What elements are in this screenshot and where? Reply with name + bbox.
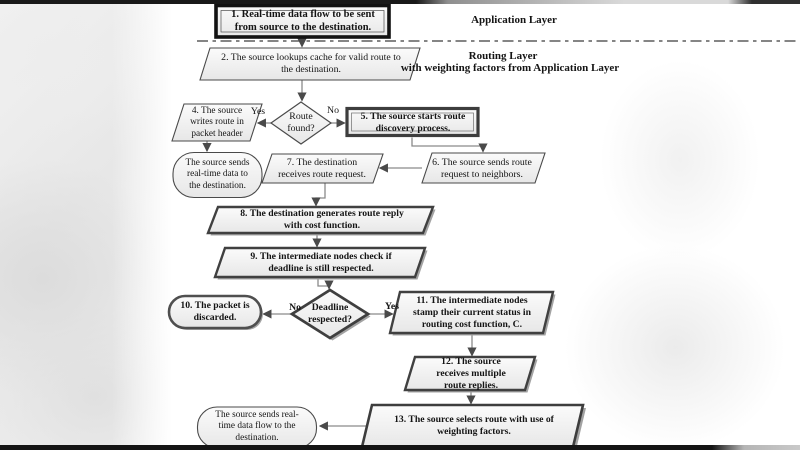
right-soft-shadow-upper — [600, 60, 760, 260]
step9-shape — [213, 246, 427, 279]
step8-shape — [206, 205, 435, 235]
connector-step9-deadline — [317, 277, 334, 290]
step10-shape — [167, 294, 263, 330]
step12-shape — [403, 355, 537, 392]
deadline-shape — [289, 288, 371, 340]
step7-shape — [261, 153, 384, 184]
step1-inner-line — [220, 10, 385, 33]
left-blur-fade — [0, 0, 172, 450]
top-frame-bar — [0, 0, 800, 4]
bottom-frame-bar — [0, 445, 800, 450]
step4-shape — [171, 103, 263, 142]
step13-shape — [360, 403, 585, 449]
step5-shape — [345, 106, 480, 138]
send-data-top-shape — [172, 151, 263, 199]
step5-inner-line — [351, 112, 474, 132]
connector-step5-step6 — [411, 137, 488, 153]
step6-shape — [421, 152, 546, 184]
step11-shape — [388, 290, 555, 335]
send-data-bottom-shape — [196, 406, 318, 449]
route-found-shape — [269, 101, 333, 145]
right-soft-shadow-lower — [565, 245, 785, 450]
connector-step7-step8 — [311, 183, 326, 207]
step2-shape — [199, 47, 421, 81]
